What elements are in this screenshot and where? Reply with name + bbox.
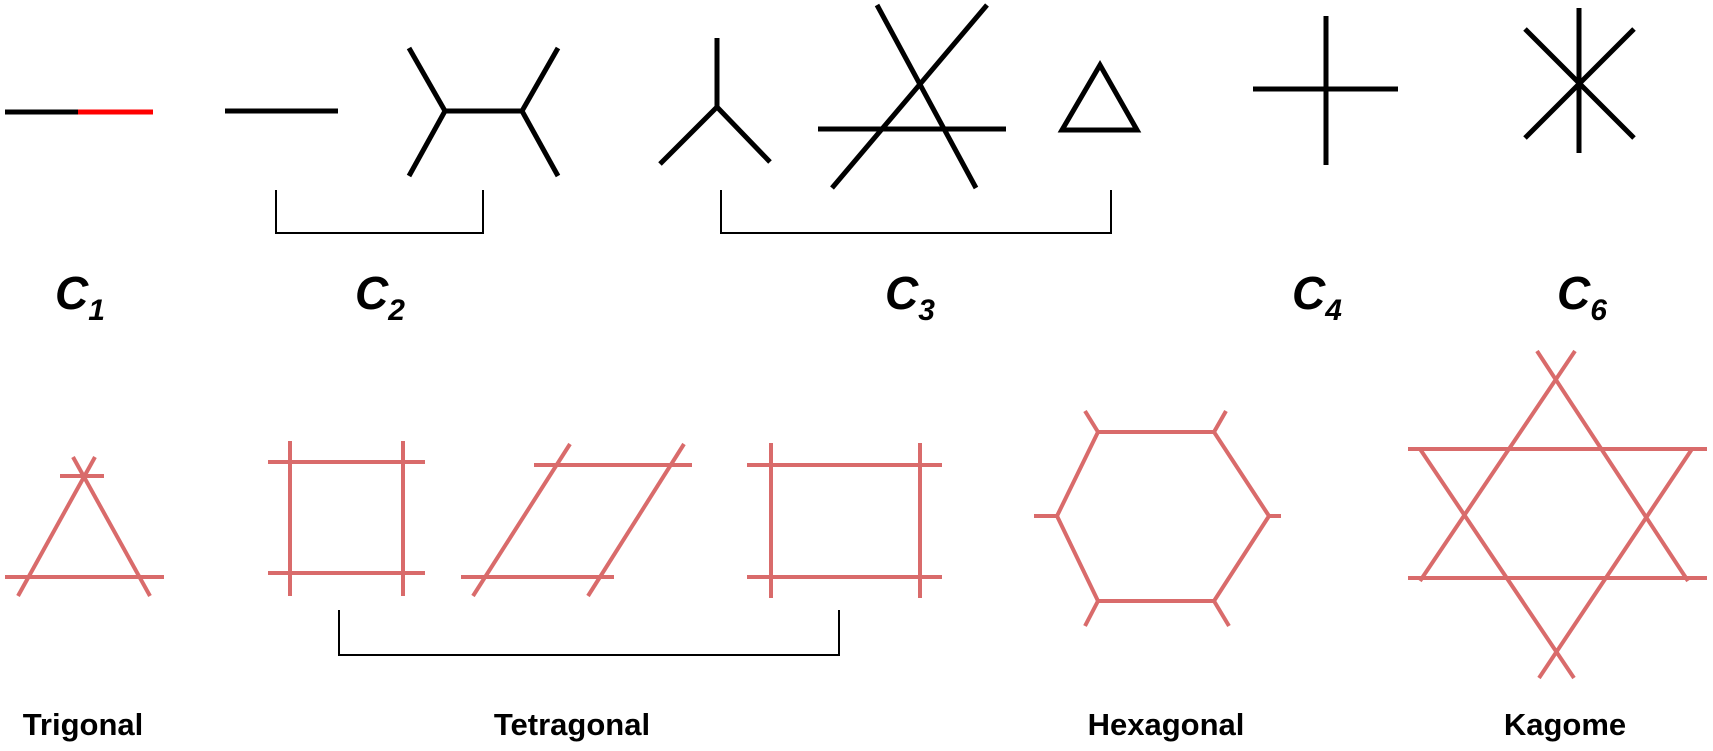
hexagonal-label: Hexagonal <box>1088 707 1245 742</box>
tetragonal-square-lattice <box>268 441 425 596</box>
tetragonal-rectangle-lattice <box>747 443 942 598</box>
hexagonal-lattice <box>1034 409 1281 628</box>
trigonal-lattice <box>5 456 164 597</box>
c4-plus-motif <box>1253 16 1398 165</box>
c3-triangle-motif <box>1057 59 1142 133</box>
trigonal-label: Trigonal <box>23 707 144 742</box>
c2-label: C2 <box>355 267 405 327</box>
c3-label: C3 <box>885 267 935 327</box>
c2-bracket <box>275 190 484 234</box>
c2-double-y-motif <box>406 46 561 178</box>
c1-label: C1 <box>55 267 105 327</box>
c3-y-motif <box>658 38 772 166</box>
kagome-lattice <box>1408 349 1707 680</box>
c6-star-motif <box>1523 8 1636 153</box>
c3-bracket <box>720 190 1112 234</box>
kagome-label: Kagome <box>1504 707 1626 742</box>
c6-label: C6 <box>1557 267 1607 327</box>
tetragonal-label: Tetragonal <box>494 707 650 742</box>
tetragonal-bracket <box>338 610 840 656</box>
c3-extended-triangle-motif <box>818 3 1006 190</box>
tetragonal-oblique-lattice <box>461 442 692 598</box>
c4-label: C4 <box>1292 267 1342 327</box>
